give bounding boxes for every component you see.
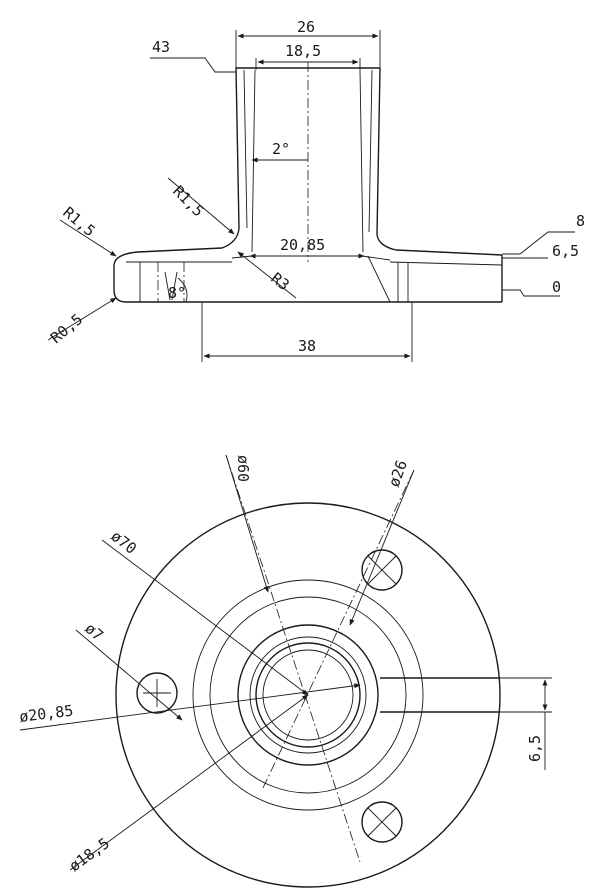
dim-26: 26 (235, 18, 381, 68)
label-r0-5: R0,5 (47, 310, 86, 347)
bolt-hole-left (136, 672, 178, 714)
label-18-5: 18,5 (285, 42, 321, 60)
label-r1-5-flange: R1,5 (59, 203, 98, 240)
dim-r1-5-flange: R1,5 (59, 203, 117, 257)
right-notch (380, 677, 500, 713)
circle-20-85-outer (249, 636, 367, 754)
label-offset-6-5: 6,5 (526, 735, 544, 762)
circle-18-5 (262, 649, 354, 741)
label-height-8: 8 (576, 212, 585, 230)
label-dia-7: ø7 (81, 619, 106, 644)
centre-line-diag (261, 469, 415, 791)
label-38: 38 (298, 337, 316, 355)
neck-fillet-left (221, 227, 240, 249)
label-r1-5-neck: R1,5 (169, 182, 207, 220)
dim-dia-60: ø60 (225, 454, 269, 593)
bolt-hole-bottom (361, 801, 403, 843)
neck-fillet-right (376, 233, 397, 251)
label-taper: 2° (272, 140, 290, 158)
label-20-85: 20,85 (280, 236, 325, 254)
label-26: 26 (297, 18, 315, 36)
label-height-0: 0 (552, 278, 561, 296)
label-countersink: 8° (168, 284, 186, 302)
flange-outline (113, 247, 503, 303)
bolt-hole-top (361, 549, 403, 591)
dim-18-5: 18,5 (255, 42, 361, 70)
label-dia-60: ø60 (234, 455, 252, 482)
label-height-6-5: 6,5 (552, 242, 579, 260)
dim-offset-6-5: 6,5 (500, 677, 552, 770)
step-line (502, 289, 560, 297)
dim-38: 38 (201, 302, 413, 362)
circle-20-85 (255, 642, 361, 748)
label-dia-18-5: ø18,5 (66, 834, 113, 875)
dim-dia-7: ø7 (75, 619, 183, 721)
circle-60-inner (209, 596, 407, 794)
circle-26 (237, 624, 379, 766)
side-view: 26 18,5 43 2° R1,5 R1,5 (47, 18, 585, 362)
dim-43: 43 (150, 38, 236, 73)
top-view: ø60 ø26 ø70 ø7 ø20,85 ø18,5 (18, 454, 552, 888)
dim-taper: 2° (251, 140, 308, 163)
level-8-line (502, 231, 575, 255)
circle-60-outer (192, 579, 424, 811)
dim-20-85: 20,85 (249, 236, 365, 259)
label-dia-26: ø26 (385, 458, 411, 490)
dim-dia-26: ø26 (349, 458, 415, 626)
bolt-hole-hidden (157, 262, 185, 302)
dim-r0-5: R0,5 (47, 297, 117, 347)
label-43: 43 (152, 38, 170, 56)
centre-line-vertical (225, 454, 361, 863)
dim-r3: R3 (237, 251, 297, 299)
label-dia-70: ø70 (108, 527, 140, 558)
outer-circle-70 (115, 502, 501, 888)
dim-r1-5-neck: R1,5 (167, 177, 235, 235)
label-r3: R3 (268, 269, 293, 294)
dim-countersink: 8° (168, 277, 188, 303)
label-dia-20-85: ø20,85 (18, 702, 74, 726)
dim-dia-18-5: ø18,5 (66, 694, 309, 875)
